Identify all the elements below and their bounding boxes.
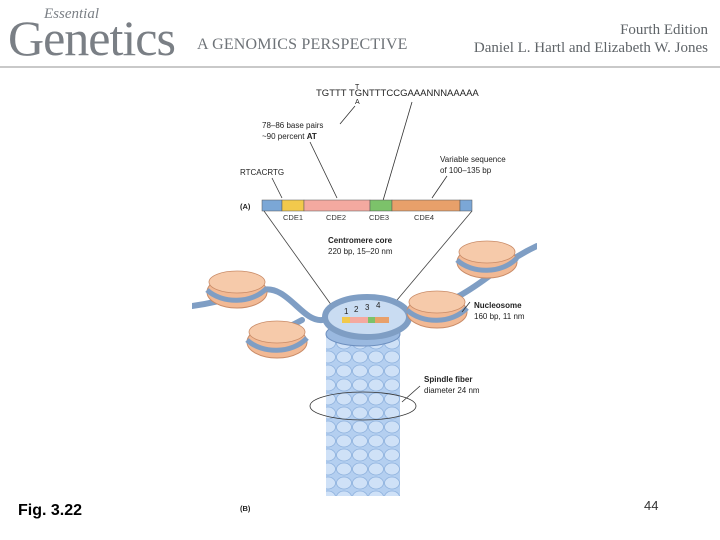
spindle-fiber [326,334,400,496]
cde4-segment [391,199,461,212]
mini-label-3: 3 [365,303,370,312]
zoom-line-left [263,210,333,307]
spindle-detail: diameter 24 nm [424,386,480,395]
variable-label-1: Variable sequence [440,155,506,164]
mini-cde3 [368,317,375,323]
right-flank-segment [459,199,473,212]
at-pointer [309,141,338,199]
figure-caption-label: Fig. 3.22 [18,502,83,519]
cde2-label: CDE2 [326,213,346,222]
mini-label-1: 1 [344,307,349,316]
core-title: Centromere core [328,236,393,245]
left-flank-segment [261,199,283,212]
logo-subtitle: A GENOMICS PERSPECTIVE [197,36,408,53]
centromere-diagram: TGTTT TGNTTTCCGAAANNNAAAAA T A 78–86 bas… [189,84,540,513]
rtc-label: RTCACRTG [240,168,284,177]
rtc-pointer [271,177,283,199]
nucleosome-pointer [461,301,471,313]
at-label-prefix: ~90 percent [262,132,307,141]
nucleosome-right [405,290,469,329]
nucleosome-title: Nucleosome [474,301,522,310]
bp-label: 78–86 base pairs [262,121,323,130]
variable-label-2: of 100–135 bp [440,166,492,175]
panel-b-label: (B) [240,504,251,513]
mini-label-2: 2 [354,305,359,314]
at-label: ~90 percent AT [262,132,317,141]
mini-label-4: 4 [376,301,381,310]
cde2-segment [303,199,371,212]
authors-text: Daniel L. Hartl and Elizabeth W. Jones [473,40,708,56]
centromere-figure: TGTTT TGNTTTCCGAAANNNAAAAA T A 78–86 bas… [189,84,540,514]
seq-arrow-left [339,105,356,125]
cde1-label: CDE1 [283,213,303,222]
at-label-bold: AT [307,132,317,141]
header-divider [0,66,720,68]
nucleosome-left-top [205,270,269,309]
sequence-top-letter: T [355,84,360,91]
cde1-segment [281,199,305,212]
zoom-line-right [391,210,473,307]
nucleosome-left-bottom [245,320,309,359]
logo-genetics-text: Genetics [8,10,176,66]
edition-text: Fourth Edition [620,22,708,38]
sequence-bottom-letter: A [355,99,360,106]
logo-essential-text: Essential [44,6,99,22]
sequence-text: TGTTT TGNTTTCCGAAANNNAAAAA [316,88,479,99]
mini-cde1 [342,317,350,323]
seq-arrow-right [381,101,413,205]
mini-cde2 [350,317,368,323]
header-banner: Essential Genetics A GENOMICS PERSPECTIV… [0,0,720,68]
cde4-label: CDE4 [414,213,434,222]
diameter-ring [309,391,417,421]
nucleosome-top-right [455,240,519,279]
core-detail: 220 bp, 15–20 nm [328,247,393,256]
panel-a-label: (A) [240,202,251,211]
spindle-title: Spindle fiber [424,375,472,384]
variable-pointer [431,175,448,199]
mini-cde4 [375,317,389,323]
cde3-label: CDE3 [369,213,389,222]
page-number: 44 [644,498,659,513]
cde3-segment [369,199,393,212]
spindle-pointer [401,385,421,403]
nucleosome-detail: 160 bp, 11 nm [474,312,525,321]
